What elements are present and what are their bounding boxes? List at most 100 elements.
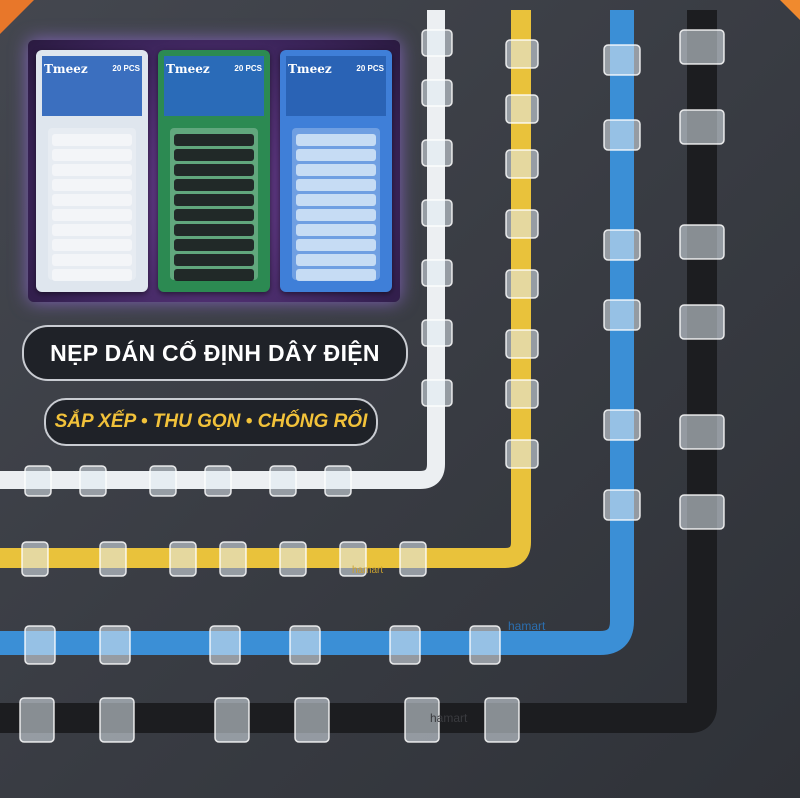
page-title: NẸP DÁN CỐ ĐỊNH DÂY ĐIỆN xyxy=(50,339,380,366)
cable-clip xyxy=(505,209,539,239)
cable-clip xyxy=(679,29,725,65)
package-clear-clips: Tmeez 20 PCS xyxy=(280,50,392,292)
package-brand: Tmeez xyxy=(288,62,332,76)
cable-clip xyxy=(505,39,539,69)
cable-clip xyxy=(294,697,330,743)
watermark-blue: hamart xyxy=(508,619,546,633)
package-clip-row xyxy=(52,224,132,236)
cable-clip xyxy=(603,44,641,76)
cable-clip xyxy=(679,494,725,530)
package-clip-row xyxy=(52,164,132,176)
package-brand: Tmeez xyxy=(44,62,88,76)
cable-clip xyxy=(679,304,725,340)
cable-clip xyxy=(289,625,321,665)
cable-clip xyxy=(19,697,55,743)
package-clip-row xyxy=(52,149,132,161)
cable-clip xyxy=(169,541,197,577)
cable-clip xyxy=(204,465,232,497)
package-clip-row xyxy=(296,194,376,206)
package-clip-row xyxy=(296,254,376,266)
cable-clip xyxy=(421,29,453,57)
package-clip-row xyxy=(296,149,376,161)
cable-clip xyxy=(421,259,453,287)
cable-clip xyxy=(214,697,250,743)
cable-clip xyxy=(505,379,539,409)
blue-cable xyxy=(0,10,634,655)
package-clip-row xyxy=(296,269,376,281)
cable-clip xyxy=(24,465,52,497)
package-tray xyxy=(292,128,380,281)
package-clip-row xyxy=(174,269,254,281)
package-clip-row xyxy=(296,179,376,191)
package-clip-row xyxy=(174,164,254,176)
cable-clip xyxy=(603,299,641,331)
package-clip-row xyxy=(52,269,132,281)
cable-clip xyxy=(603,119,641,151)
package-clip-row xyxy=(174,179,254,191)
package-clip-row xyxy=(296,239,376,251)
package-clip-row xyxy=(52,239,132,251)
package-clip-row xyxy=(52,179,132,191)
yellow-cable xyxy=(0,10,531,568)
package-header xyxy=(164,56,264,116)
cable-clip xyxy=(603,229,641,261)
package-clip-row xyxy=(174,209,254,221)
watermark-yellow: hamart xyxy=(352,565,383,576)
package-clip-row xyxy=(296,134,376,146)
cable-clip xyxy=(339,541,367,577)
cable-clip xyxy=(505,269,539,299)
package-clip-row xyxy=(52,134,132,146)
cable-clip xyxy=(21,541,49,577)
cable-clip xyxy=(679,109,725,145)
black-cable xyxy=(0,10,717,733)
corner-accent-right xyxy=(780,0,800,20)
cable-clip xyxy=(421,199,453,227)
package-tray xyxy=(170,128,258,281)
cable-clip xyxy=(399,541,427,577)
cable-clip xyxy=(421,79,453,107)
cable-clip xyxy=(219,541,247,577)
package-clip-row xyxy=(52,209,132,221)
package-black-clips: Tmeez 20 PCS xyxy=(158,50,270,292)
package-clip-row xyxy=(296,164,376,176)
cable-clip xyxy=(404,697,440,743)
cable-clip xyxy=(484,697,520,743)
page-subtitle: SẮP XẾP • THU GỌN • CHỐNG RỐI xyxy=(54,411,368,432)
cable-clip xyxy=(209,625,241,665)
cable-clip xyxy=(505,329,539,359)
cable-clip xyxy=(679,414,725,450)
cable-clip xyxy=(603,489,641,521)
watermark-black: hamart xyxy=(430,711,468,725)
package-clip-row xyxy=(52,194,132,206)
package-clip-row xyxy=(174,194,254,206)
package-count: 20 PCS xyxy=(234,64,262,73)
cable-clip xyxy=(79,465,107,497)
package-brand: Tmeez xyxy=(166,62,210,76)
package-clip-row xyxy=(296,224,376,236)
white-cable xyxy=(0,10,445,489)
cable-clip xyxy=(603,409,641,441)
subtitle-banner: SẮP XẾP • THU GỌN • CHỐNG RỐI xyxy=(44,398,378,446)
cable-clip xyxy=(99,625,131,665)
cable-clip xyxy=(279,541,307,577)
package-tray xyxy=(48,128,136,281)
cable-clip xyxy=(679,224,725,260)
cable-clip xyxy=(469,625,501,665)
package-white-clips: Tmeez 20 PCS xyxy=(36,50,148,292)
cable-clip xyxy=(421,319,453,347)
package-clip-row xyxy=(174,134,254,146)
package-clip-row xyxy=(174,224,254,236)
package-header xyxy=(42,56,142,116)
cable-clip xyxy=(505,149,539,179)
package-header xyxy=(286,56,386,116)
package-clip-row xyxy=(174,254,254,266)
package-clip-row xyxy=(52,254,132,266)
cable-clip xyxy=(505,439,539,469)
cable-clip xyxy=(99,697,135,743)
cable-clip xyxy=(99,541,127,577)
cable-clip xyxy=(269,465,297,497)
package-clip-row xyxy=(174,239,254,251)
cable-clip xyxy=(149,465,177,497)
cable-clip xyxy=(505,94,539,124)
